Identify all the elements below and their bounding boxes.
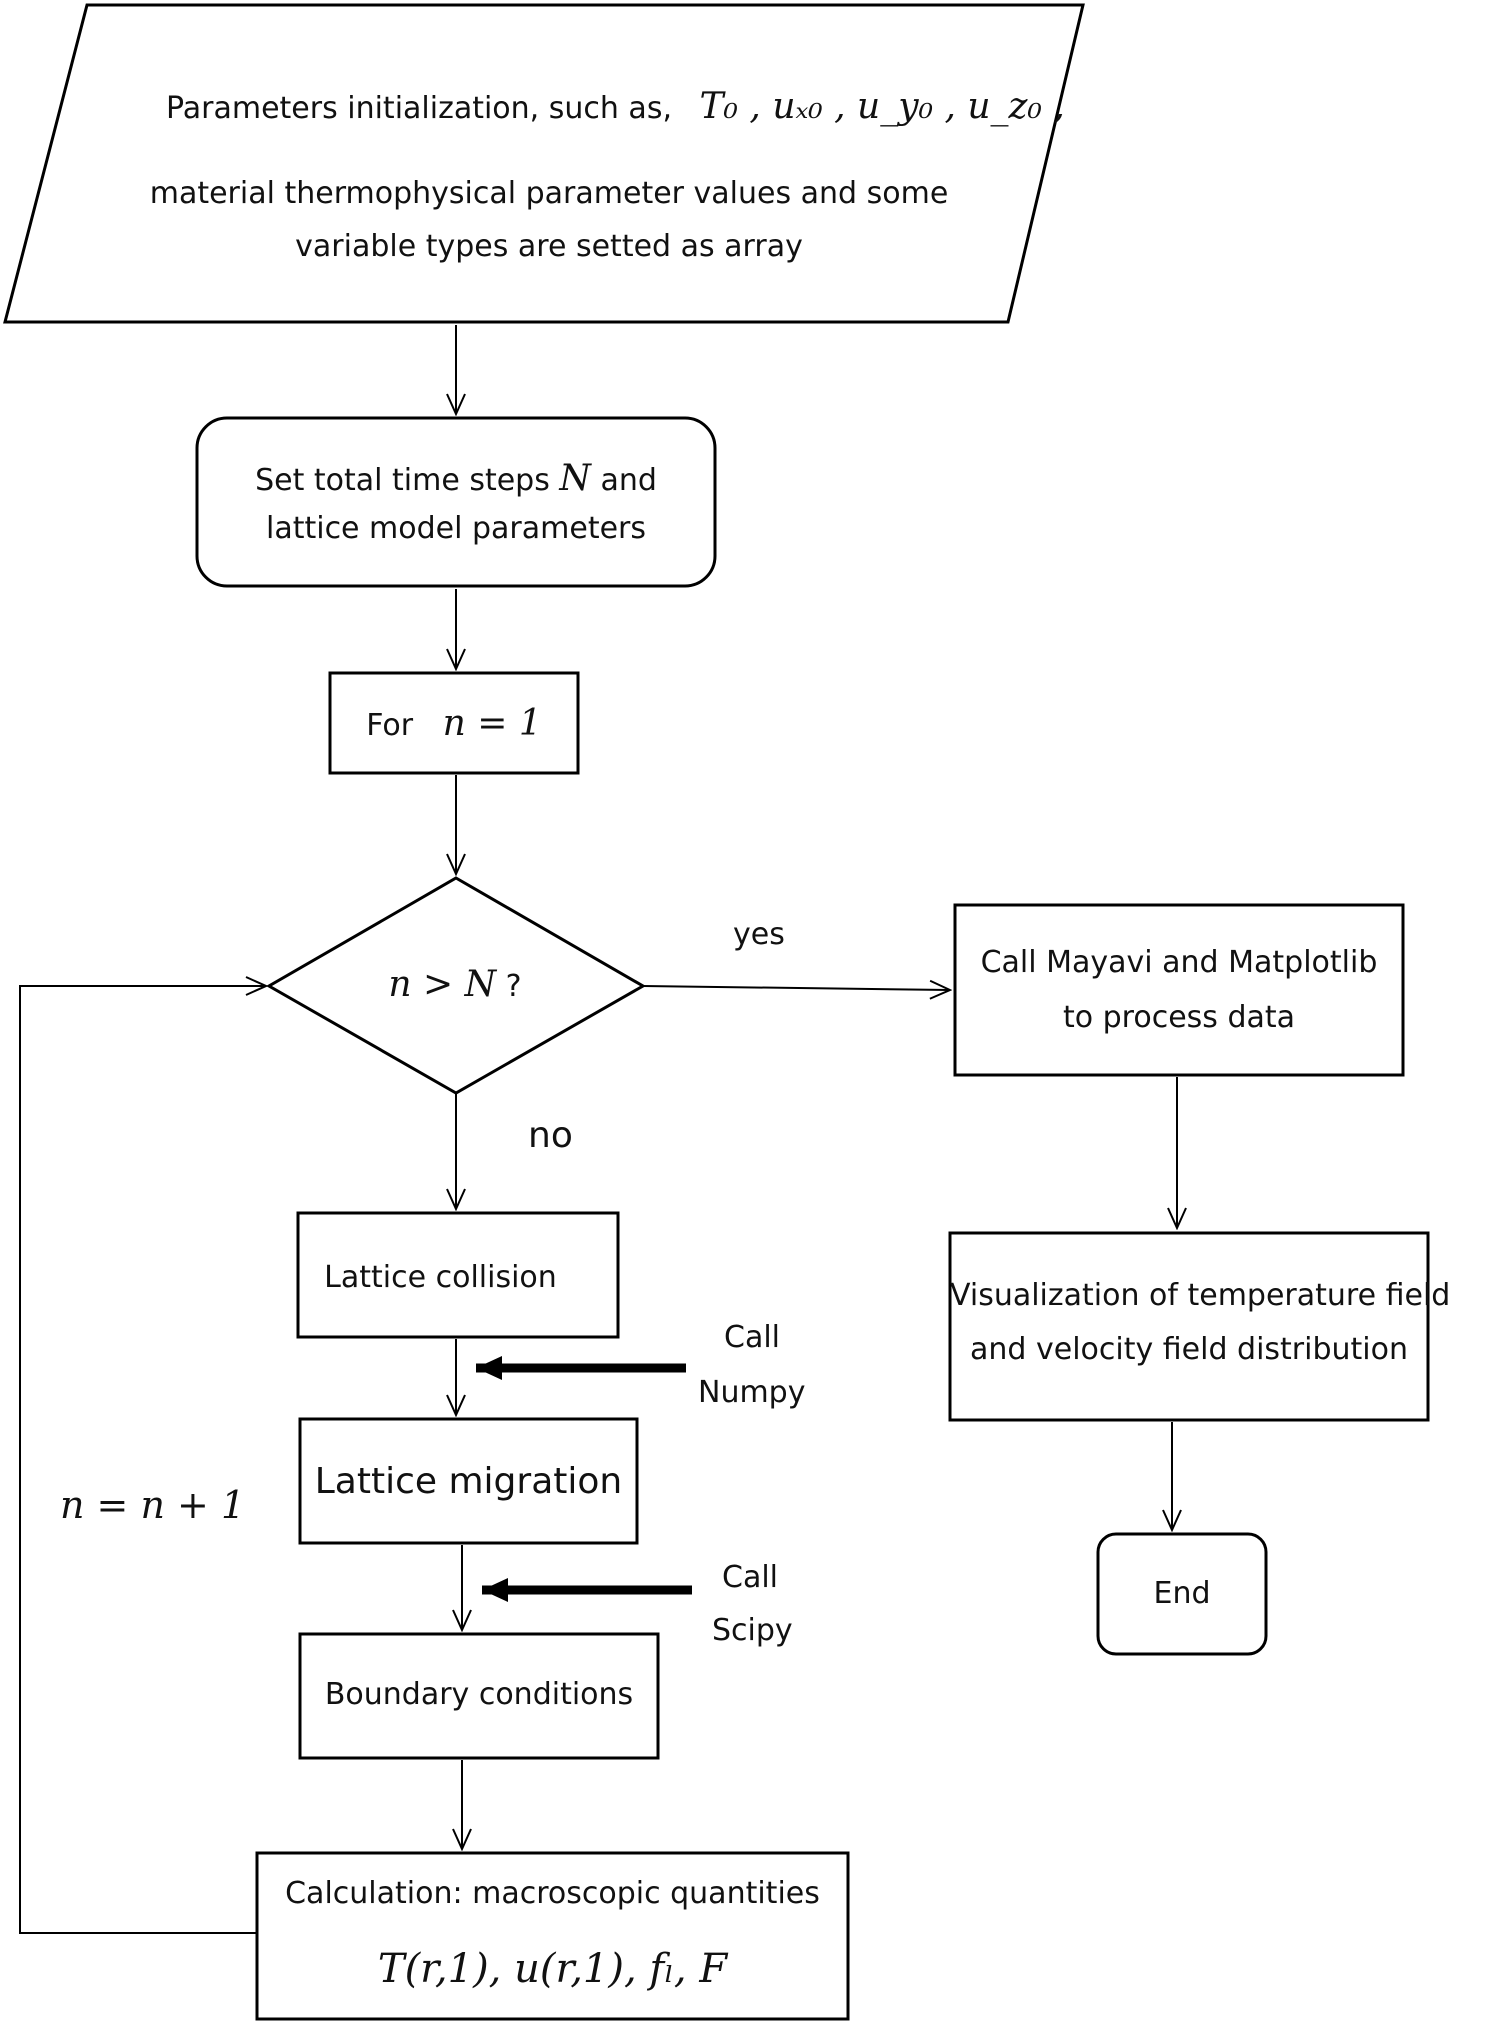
numpy-call-line1: Call xyxy=(724,1320,781,1355)
arrow-decision-yes xyxy=(642,986,950,990)
visualization-box xyxy=(948,1231,1430,1422)
numpy-call-line2: Numpy xyxy=(698,1375,806,1410)
calculation-line1: Calculation: macroscopic quantities xyxy=(285,1876,820,1911)
increment-label: n = n + 1 xyxy=(60,1483,246,1527)
scipy-call-line1: Call xyxy=(722,1560,779,1595)
set-steps-prefix: Set total time steps xyxy=(255,463,550,498)
call-mayavi-line2: to process data xyxy=(1062,1000,1296,1035)
boundary-box xyxy=(298,1632,660,1760)
set-steps-suffix: and xyxy=(600,463,657,498)
init-label-line3: variable types are setted as array xyxy=(295,229,803,264)
loop-back-connector xyxy=(19,986,266,1934)
call-mayavi-box xyxy=(953,903,1405,1077)
for-expr: n = 1 xyxy=(442,703,542,744)
init-label-line1: Parameters initialization, such as, T₀ ,… xyxy=(166,85,1065,128)
no-label: no xyxy=(528,1115,573,1156)
collision-box xyxy=(296,1211,620,1339)
yes-label: yes xyxy=(733,917,785,952)
for-loop-label: For n = 1 xyxy=(330,702,578,745)
migration-box xyxy=(298,1417,639,1545)
set-steps-line1: Set total time steps N and xyxy=(197,457,715,500)
calculation-box xyxy=(255,1851,850,2021)
visualization-line2: and velocity field distribution xyxy=(970,1332,1408,1367)
collision-label: Lattice collision xyxy=(324,1260,557,1295)
decision-expr: n > N xyxy=(388,964,497,1005)
visualization-line1: Visualization of temperature field xyxy=(950,1278,1451,1313)
for-loop-box xyxy=(328,671,580,775)
init-variables: T₀ , uₓ₀ , u_y₀ , u_z₀ , xyxy=(699,86,1065,127)
migration-label: Lattice migration xyxy=(314,1461,623,1502)
scipy-call-line2: Scipy xyxy=(712,1613,793,1648)
boundary-label: Boundary conditions xyxy=(324,1677,634,1712)
init-label-line2: material thermophysical parameter values… xyxy=(149,176,949,211)
set-steps-line2: lattice model parameters xyxy=(265,511,647,546)
set-steps-var: N xyxy=(559,458,591,499)
end-box xyxy=(1096,1532,1268,1656)
init-line1-text: Parameters initialization, such as, xyxy=(166,91,672,126)
call-mayavi-line1: Call Mayavi and Matplotlib xyxy=(980,945,1378,980)
decision-mark: ? xyxy=(505,969,522,1004)
set-steps-box xyxy=(195,416,717,588)
for-keyword: For xyxy=(366,708,414,743)
end-label: End xyxy=(1153,1576,1211,1611)
calculation-formula: T(r,1), u(r,1), fₗ, F xyxy=(377,1946,728,1992)
decision-label: n > N ? xyxy=(340,963,570,1006)
init-parallelogram xyxy=(3,3,1085,324)
